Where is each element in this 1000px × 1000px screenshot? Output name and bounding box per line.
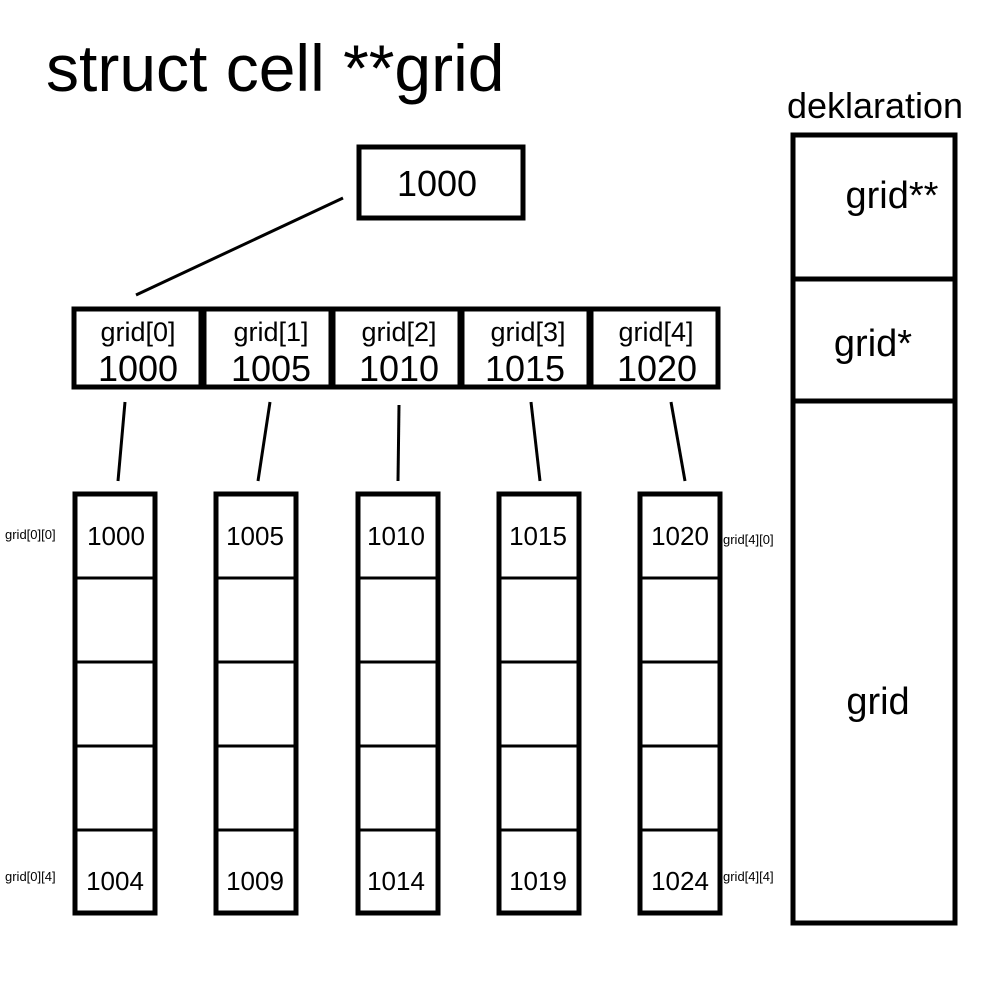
column-first-address: 1015: [509, 521, 567, 551]
index-label-left-bottom: grid[0][4]: [5, 869, 56, 884]
row-pointer-label: grid[2]: [361, 317, 436, 347]
index-label-right-top: grid[4][0]: [723, 532, 774, 547]
row-pointer-label: grid[4]: [618, 317, 693, 347]
row-connector: [529, 401, 542, 482]
cell-column: 1015 1019: [496, 491, 582, 916]
column-first-address: 1010: [367, 521, 425, 551]
cell-column: 1000 1004: [72, 491, 158, 916]
pointer-connector: [135, 196, 344, 297]
cell-column: 1010 1014: [355, 491, 441, 916]
row-pointer-cell: grid[0] 1000: [71, 306, 204, 390]
declaration-heading: deklaration: [787, 85, 963, 126]
row-pointer-cell: grid[4] 1020: [588, 306, 721, 390]
row-pointer-value: 1015: [485, 348, 565, 389]
row-pointer-value: 1010: [359, 348, 439, 389]
row-pointer-label: grid[3]: [490, 317, 565, 347]
row-connector: [116, 401, 127, 482]
row-pointer-value: 1000: [98, 348, 178, 389]
pointer-box-value: 1000: [397, 163, 477, 204]
row-connector: [256, 401, 272, 482]
column-first-address: 1005: [226, 521, 284, 551]
row-pointer-value: 1005: [231, 348, 311, 389]
column-first-address: 1000: [87, 521, 145, 551]
row-connector: [396, 404, 401, 482]
column-first-address: 1020: [651, 521, 709, 551]
row-pointer-label: grid[0]: [100, 317, 175, 347]
declaration-section-label: grid: [846, 681, 909, 723]
diagram-title: struct cell **grid: [46, 31, 505, 105]
row-pointer-cell: grid[1] 1005: [201, 306, 334, 390]
column-last-address: 1014: [367, 866, 425, 896]
declaration-section-label: grid**: [846, 175, 939, 217]
row-connector: [669, 401, 687, 482]
pointer-box: 1000: [356, 144, 526, 221]
declaration-section-label: grid*: [834, 323, 912, 365]
column-last-address: 1024: [651, 866, 709, 896]
index-label-right-bottom: grid[4][4]: [723, 869, 774, 884]
declaration-stack: grid** grid* grid: [790, 132, 958, 926]
row-pointer-label: grid[1]: [233, 317, 308, 347]
row-pointer-value: 1020: [617, 348, 697, 389]
column-last-address: 1019: [509, 866, 567, 896]
row-pointer-cell: grid[3] 1015: [459, 306, 592, 390]
cell-column: 1020 1024: [637, 491, 723, 916]
row-pointer-cell: grid[2] 1010: [330, 306, 463, 390]
index-label-left-top: grid[0][0]: [5, 527, 56, 542]
row-pointer-array: grid[0] 1000 grid[1] 1005 grid[2] 1010 g…: [71, 306, 721, 390]
column-last-address: 1004: [86, 866, 144, 896]
column-last-address: 1009: [226, 866, 284, 896]
cell-column: 1005 1009: [213, 491, 299, 916]
